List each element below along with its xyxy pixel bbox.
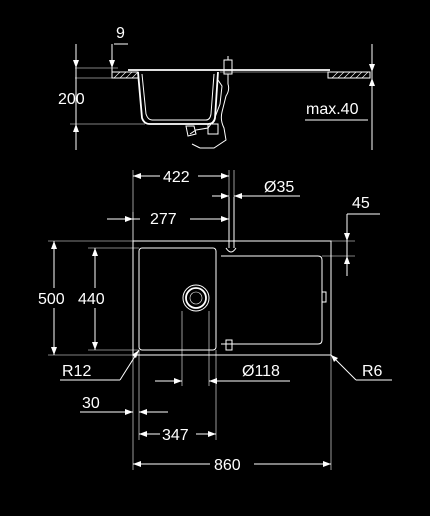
dim-30-label: 30 — [82, 395, 100, 412]
dim-277-label: 277 — [150, 211, 177, 228]
side-section-view: 9 200 max.40 — [58, 25, 375, 150]
dim-860-label: 860 — [214, 457, 241, 474]
dim-r12-label: R12 — [62, 363, 91, 380]
dim-500-label: 500 — [38, 291, 65, 308]
waste-pipe — [200, 74, 230, 149]
dim-r6-label: R6 — [362, 363, 383, 380]
dim-max40-label: max.40 — [306, 101, 359, 118]
dim-dia118-label: Ø118 — [242, 363, 280, 380]
bowl-outline — [138, 247, 217, 351]
dim-347-label: 347 — [162, 427, 189, 444]
dim-45-label: 45 — [352, 195, 370, 212]
dim-200-label: 200 — [58, 91, 85, 108]
waste-outer — [182, 284, 210, 312]
dim-dia35-label: Ø35 — [264, 179, 294, 196]
dim-9-label: 9 — [116, 25, 125, 42]
drainer-outline — [221, 255, 323, 345]
worktop-hatch-right — [327, 71, 371, 79]
bowl-profile — [137, 71, 219, 125]
waste-inner — [185, 287, 207, 309]
plan-view: 422 Ø35 277 45 500 — [38, 166, 392, 474]
dim-440-label: 440 — [78, 291, 105, 308]
dim-422-label: 422 — [163, 169, 190, 186]
sink-outline — [132, 240, 332, 356]
